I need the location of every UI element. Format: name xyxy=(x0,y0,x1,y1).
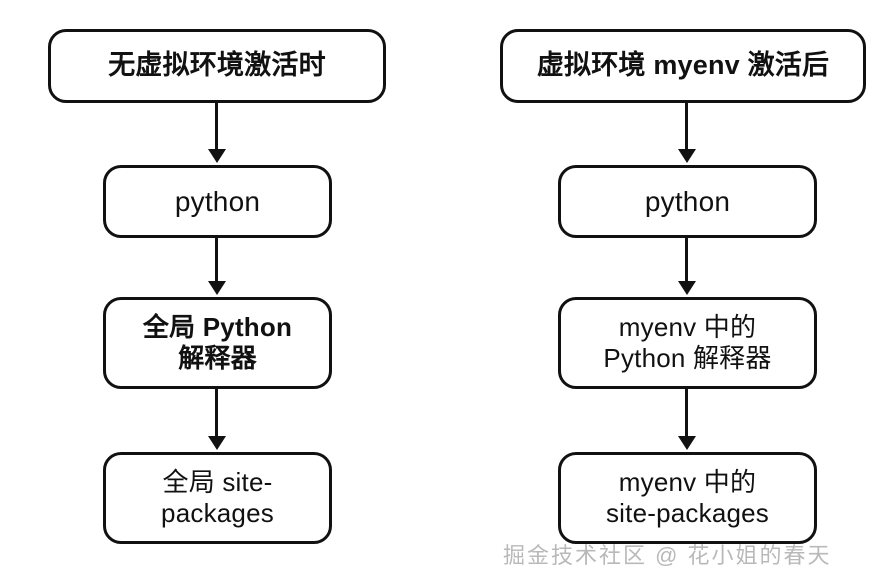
arrow-left-1-line xyxy=(215,238,218,283)
arrow-down-icon xyxy=(208,149,226,163)
node-label: 虚拟环境 myenv 激活后 xyxy=(536,50,830,81)
node-myenv-python-interpreter: myenv 中的 Python 解释器 xyxy=(558,297,817,389)
node-label: 全局 site- packages xyxy=(161,467,274,528)
arrow-left-2-line xyxy=(215,389,218,438)
node-label: 全局 Python 解释器 xyxy=(142,312,293,373)
watermark: 掘金技术社区 @ 花小姐的春天 xyxy=(503,543,832,568)
arrow-right-2-line xyxy=(685,389,688,438)
node-label: myenv 中的 Python 解释器 xyxy=(603,312,772,373)
arrow-down-icon xyxy=(208,436,226,450)
node-label: python xyxy=(644,185,731,217)
node-label: python xyxy=(174,185,261,217)
node-global-site-packages: 全局 site- packages xyxy=(103,452,332,544)
arrow-down-icon xyxy=(208,281,226,295)
node-global-python-interpreter: 全局 Python 解释器 xyxy=(103,297,332,389)
arrow-down-icon xyxy=(678,149,696,163)
arrow-down-icon xyxy=(678,436,696,450)
arrow-left-0-line xyxy=(215,103,218,151)
arrow-right-0-line xyxy=(685,103,688,151)
node-python-command-global: python xyxy=(103,165,332,238)
node-label: myenv 中的 site-packages xyxy=(605,467,770,528)
node-myenv-site-packages: myenv 中的 site-packages xyxy=(558,452,817,544)
node-label: 无虚拟环境激活时 xyxy=(108,50,326,81)
arrow-down-icon xyxy=(678,281,696,295)
arrow-right-1-line xyxy=(685,238,688,283)
node-no-venv-active: 无虚拟环境激活时 xyxy=(48,29,386,103)
node-venv-myenv-active: 虚拟环境 myenv 激活后 xyxy=(500,29,866,103)
node-python-command-venv: python xyxy=(558,165,817,238)
